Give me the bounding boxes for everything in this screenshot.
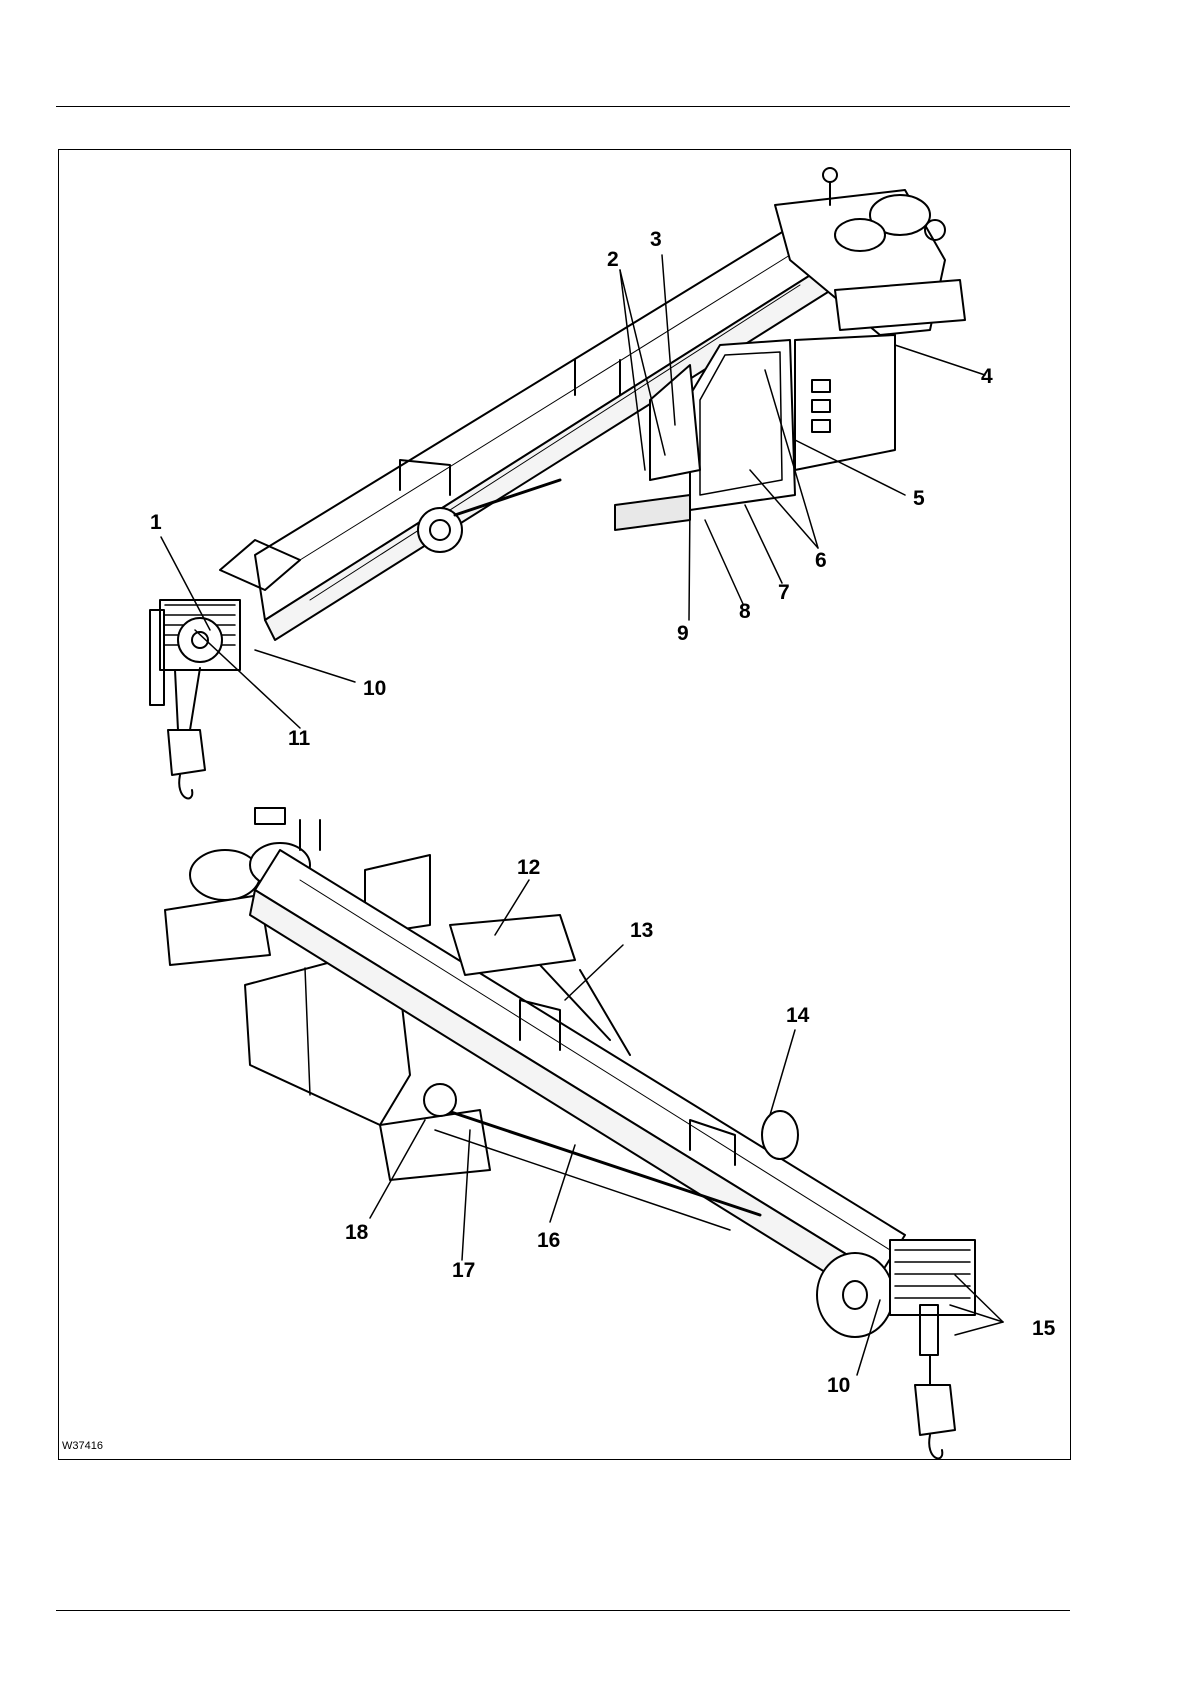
crane-top-view <box>150 168 965 798</box>
callout-5: 5 <box>913 488 925 509</box>
callout-7: 7 <box>778 582 790 603</box>
callout-15: 15 <box>1032 1318 1055 1339</box>
callout-13: 13 <box>630 920 653 941</box>
callout-17: 17 <box>452 1260 475 1281</box>
figure-code: W37416 <box>62 1440 103 1452</box>
callout-16: 16 <box>537 1230 560 1251</box>
callout-1: 1 <box>150 512 162 533</box>
callout-8: 8 <box>739 601 751 622</box>
callout-3: 3 <box>650 229 662 250</box>
callout-18: 18 <box>345 1222 368 1243</box>
callout-11: 11 <box>288 728 310 749</box>
callout-4: 4 <box>981 366 993 387</box>
callout-9: 9 <box>677 623 689 644</box>
callout-10-top: 10 <box>363 678 386 699</box>
callout-6: 6 <box>815 550 827 571</box>
callout-2: 2 <box>607 249 619 270</box>
crane-bottom-view <box>165 808 975 1458</box>
callout-10-bottom: 10 <box>827 1375 850 1396</box>
callout-12: 12 <box>517 857 540 878</box>
callout-14: 14 <box>786 1005 809 1026</box>
